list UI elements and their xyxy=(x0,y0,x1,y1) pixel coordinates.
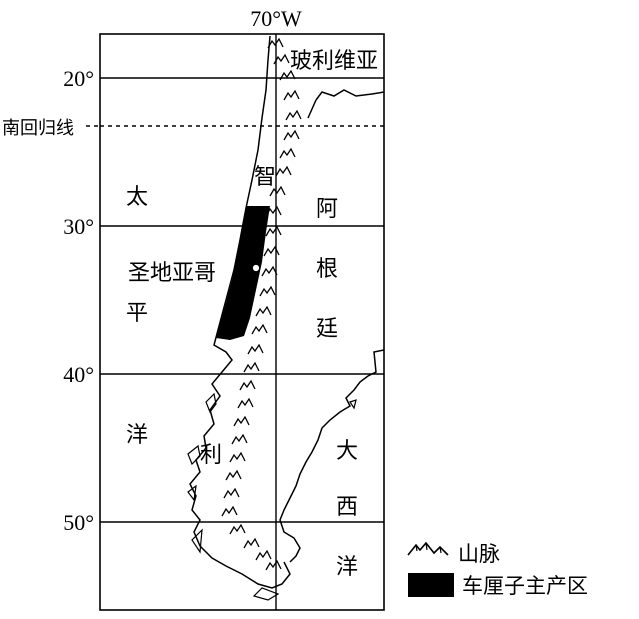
mountain-symbol xyxy=(233,415,250,427)
lat-label-40: 40° xyxy=(63,362,94,387)
mountain-symbol xyxy=(285,109,302,121)
mountain-symbol xyxy=(229,451,246,463)
chile-label-2: 利 xyxy=(200,443,222,468)
mountain-symbol xyxy=(265,225,282,237)
lat-label-30: 30° xyxy=(63,214,94,239)
santiago-label: 圣地亚哥 xyxy=(128,261,216,286)
pacific-label-2: 平 xyxy=(126,301,148,326)
mountain-symbol xyxy=(239,379,256,391)
mountain-symbol xyxy=(221,505,238,517)
mountain-symbol xyxy=(243,361,260,373)
pacific-label-1: 太 xyxy=(126,185,148,210)
mountain-symbol xyxy=(279,147,296,159)
mountain-symbol xyxy=(263,245,280,257)
mountain-symbol xyxy=(283,89,300,101)
longitude-label: 70°W xyxy=(250,6,302,31)
mountain-symbol xyxy=(283,129,300,141)
mountain-symbol xyxy=(261,265,278,277)
coastal-islands xyxy=(187,392,280,601)
chile-label-1: 智 xyxy=(254,165,276,190)
argentina-label-3: 廷 xyxy=(316,317,338,342)
mountain-symbol xyxy=(267,37,284,49)
cherry-region xyxy=(216,206,270,340)
argentina-label-1: 阿 xyxy=(316,197,338,222)
bolivia-border-south xyxy=(307,99,317,119)
region-swatch xyxy=(408,573,454,597)
atlantic-label-2: 西 xyxy=(336,495,358,520)
mountain-symbol xyxy=(275,165,292,177)
mountain-symbol xyxy=(247,343,264,355)
mountain-symbol xyxy=(225,469,242,481)
mountain-symbol xyxy=(231,433,248,445)
mountain-symbol xyxy=(243,537,260,549)
bolivia-label: 玻利维亚 xyxy=(290,49,378,74)
mountain-symbol xyxy=(255,549,272,561)
bolivia-border xyxy=(315,89,385,101)
mountain-icon xyxy=(407,541,449,556)
atlantic-coast xyxy=(279,349,385,563)
lat-label-20: 20° xyxy=(63,66,94,91)
legend-cherry-label: 车厘子主产区 xyxy=(462,574,588,598)
andes-mountains xyxy=(221,37,302,571)
peninsula-valdes xyxy=(349,399,357,410)
mountain-symbol xyxy=(251,323,268,335)
mountain-symbol xyxy=(279,69,296,81)
santiago-dot xyxy=(252,264,260,272)
mountain-symbol xyxy=(255,305,272,317)
mountain-symbol xyxy=(273,53,290,65)
mountain-symbol xyxy=(223,487,240,499)
argentina-label-2: 根 xyxy=(316,257,338,282)
mountain-symbol xyxy=(229,523,246,535)
lat-label-50: 50° xyxy=(63,510,94,535)
mountain-symbol xyxy=(237,397,254,409)
mountain-symbol xyxy=(265,205,282,217)
mountain-symbol xyxy=(269,185,286,197)
legend: 山脉 车厘子主产区 xyxy=(407,541,588,598)
mountain-symbol xyxy=(259,285,276,297)
pacific-label-3: 洋 xyxy=(126,423,148,448)
atlantic-label-1: 大 xyxy=(336,439,358,464)
legend-mountain-label: 山脉 xyxy=(458,542,500,566)
tropic-label: 南回归线 xyxy=(2,118,74,139)
atlantic-label-3: 洋 xyxy=(336,555,358,580)
mountain-symbol xyxy=(265,559,282,571)
